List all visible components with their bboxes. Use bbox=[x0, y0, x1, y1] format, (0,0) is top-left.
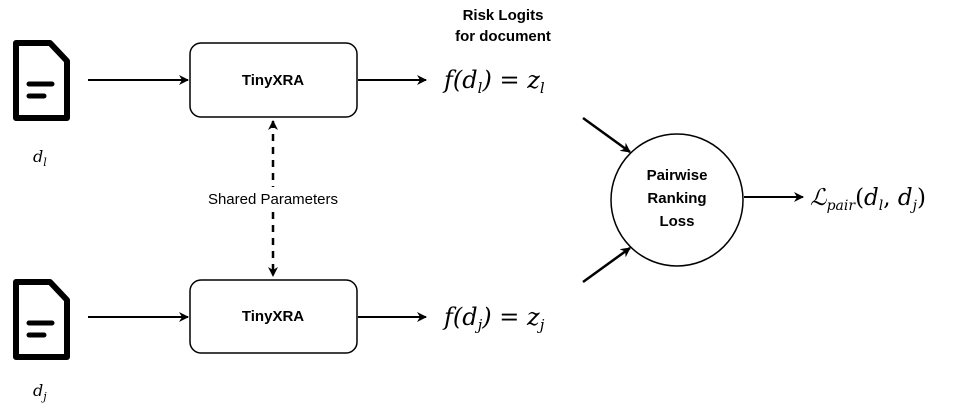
arrow-bottom-to-loss bbox=[582, 246, 631, 284]
model-bottom-label: TinyXRA bbox=[242, 308, 304, 325]
loss-line3: Loss bbox=[659, 213, 694, 230]
result-expression: ℒpair(dl, dj) bbox=[810, 185, 926, 214]
model-bottom-box: TinyXRA bbox=[189, 279, 358, 354]
header-line1: Risk Logits bbox=[463, 7, 544, 24]
doc-top-label: dl bbox=[33, 147, 47, 169]
doc-bottom-label: dj bbox=[33, 381, 47, 403]
model-top-label: TinyXRA bbox=[242, 72, 304, 89]
document-icon bbox=[13, 279, 70, 360]
shared-parameters-label: Shared Parameters bbox=[208, 191, 338, 208]
output-top-expression: f(dl) = zl bbox=[442, 66, 545, 97]
model-top-box: TinyXRA bbox=[189, 42, 358, 118]
output-bottom-expression: f(dj) = zj bbox=[442, 303, 545, 334]
loss-line1: Pairwise bbox=[647, 167, 708, 184]
pairwise-ranking-loss-node: Pairwise Ranking Loss bbox=[610, 133, 744, 267]
header-line2: for document bbox=[455, 28, 551, 45]
document-icon bbox=[13, 40, 70, 121]
arrow-top-to-loss bbox=[582, 116, 631, 154]
loss-line2: Ranking bbox=[647, 190, 706, 207]
